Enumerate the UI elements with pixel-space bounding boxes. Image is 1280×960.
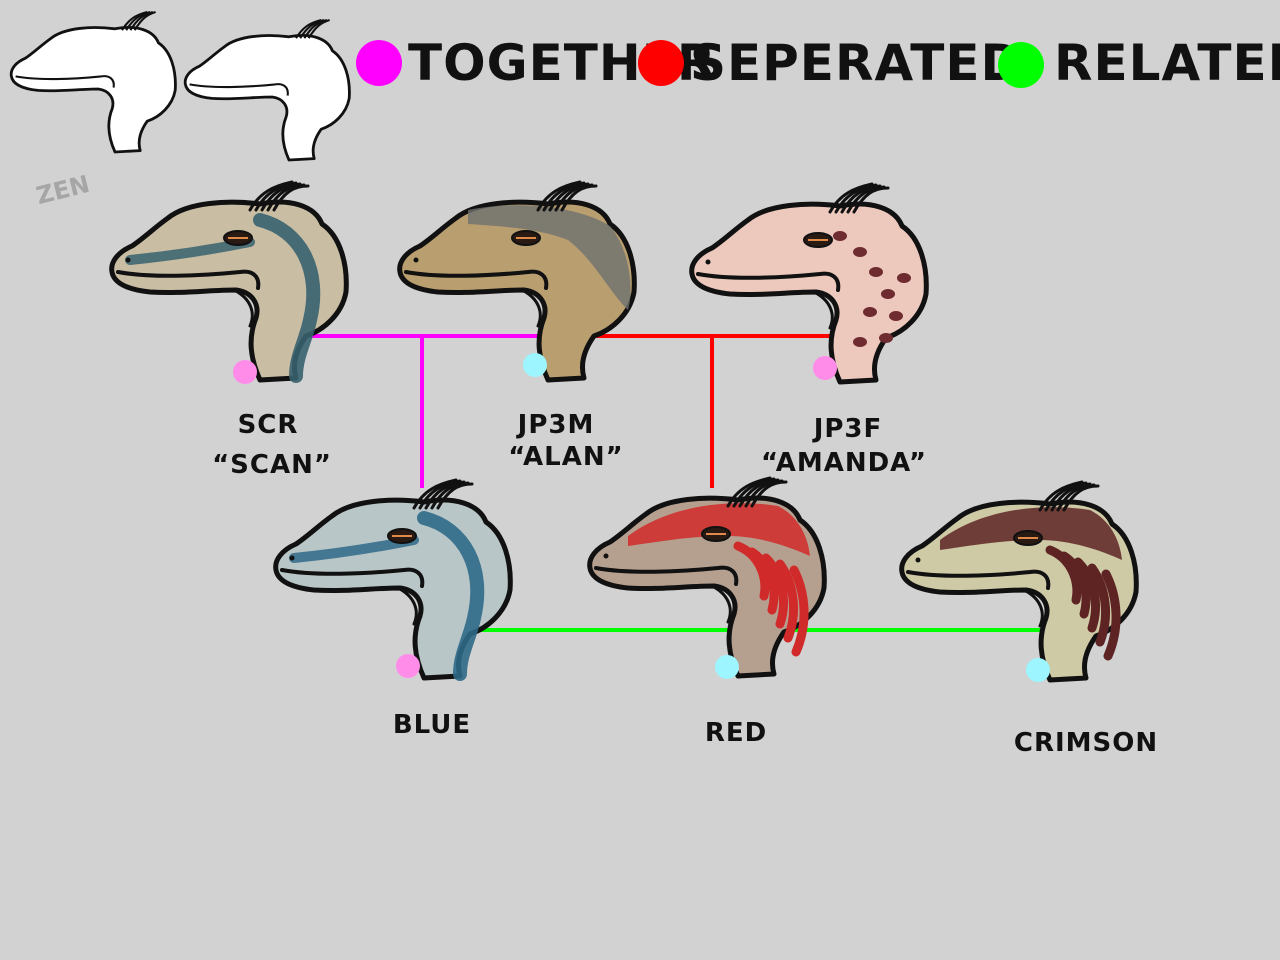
label-scr-nickname: “SCAN” [212, 450, 332, 480]
sketch-head-1 [9, 10, 177, 154]
pattern-stripe-crimson [1059, 551, 1091, 619]
raptor-head-crimson [899, 480, 1139, 683]
sketch-quill [307, 18, 330, 39]
quill-jp3m [536, 180, 582, 212]
pattern-spot-jp3f [833, 231, 847, 241]
pattern-stripe-blue [417, 511, 485, 681]
nostril-scr [125, 257, 131, 263]
quill-blue [418, 479, 462, 510]
nostril-jp3f [705, 259, 711, 265]
raptor-head-blue [273, 478, 513, 681]
label-jp3f-name: JP3F [813, 414, 883, 444]
jaw-line-blue [280, 567, 425, 588]
pattern-spot-jp3f [879, 333, 893, 343]
quill-jp3m [542, 181, 586, 212]
quill-red [750, 480, 788, 508]
pattern-stripe-red [775, 559, 798, 643]
pattern-stripe-crimson [1087, 563, 1110, 647]
raptor-heads [109, 180, 1139, 683]
quill-jp3f [828, 182, 874, 214]
pattern-spot-jp3f [881, 289, 895, 299]
pattern-stripe-red [747, 547, 779, 615]
legend-dot-related [998, 42, 1044, 88]
neck-line-jp3f [812, 290, 834, 330]
pattern-stripe-crimson [1101, 569, 1121, 661]
nostril-jp3m [413, 257, 419, 263]
legend-label-seperated: SEPERATED [690, 34, 1024, 92]
label-jp3m-nickname: “ALAN” [508, 442, 624, 472]
quill-crimson [1038, 480, 1084, 512]
label-red-name: RED [704, 718, 768, 748]
pattern-spot-jp3f [853, 337, 867, 347]
quill-red [732, 477, 776, 508]
neck-line-crimson [1022, 588, 1044, 628]
sketch-outline [183, 34, 351, 162]
quill-scr [254, 181, 298, 212]
pattern-spot-jp3f [889, 311, 903, 321]
pattern-stripe-scr [253, 213, 321, 383]
quill-red [726, 476, 772, 508]
sketch-jaw [15, 75, 115, 88]
pattern-stripe-crimson [1045, 545, 1082, 605]
jaw-line-jp3f [696, 271, 841, 292]
nostril-crimson [915, 557, 921, 563]
legend-dot-together [356, 40, 402, 86]
pattern-spot-jp3f [853, 247, 867, 257]
nostril-blue [289, 555, 295, 561]
label-jp3m-name: JP3M [517, 410, 595, 440]
pattern-stripe-crimson [1073, 557, 1100, 633]
label-blue-name: BLUE [392, 710, 472, 740]
jaw-line-jp3m [404, 269, 549, 290]
pattern-stripe-red [761, 553, 788, 629]
quill-jp3f [852, 186, 890, 214]
jaw-line-crimson [906, 569, 1051, 590]
sketch-quill [303, 18, 328, 39]
pattern-spot-jp3f [869, 267, 883, 277]
legend-dot-seperated [638, 40, 684, 86]
quill-jp3m [560, 184, 598, 212]
jaw-line-red [594, 565, 739, 586]
pattern-spot-jp3f [863, 307, 877, 317]
sketch-quill [129, 10, 154, 31]
quill-blue [412, 478, 458, 510]
label-scr-name: SCR [237, 410, 299, 440]
raptor-head-jp3f [689, 182, 929, 385]
jaw-line-scr [116, 269, 261, 290]
quill-jp3f [834, 183, 878, 214]
legend-label-related: RELATED [1054, 34, 1280, 92]
raptor-head-jp3m [397, 180, 637, 383]
sketch-quill [133, 10, 156, 31]
quill-scr [248, 180, 294, 212]
sex-dot-jp3m [523, 353, 547, 377]
raptor-head-red [587, 476, 827, 679]
raptor-head-scr [109, 180, 349, 383]
sex-dot-crimson [1026, 658, 1050, 682]
sketch-head-2 [183, 18, 351, 162]
nostril-red [603, 553, 609, 559]
quill-crimson [1062, 484, 1100, 512]
neck-line-blue [396, 586, 418, 626]
sex-dot-red [715, 655, 739, 679]
head-shape-scr [109, 199, 349, 383]
pattern-stripe-red [789, 565, 809, 657]
sex-dot-jp3f [813, 356, 837, 380]
label-jp3f-nickname: “AMANDA” [760, 448, 928, 478]
pattern-back-jp3m [468, 205, 631, 310]
label-crimson-name: CRIMSON [1013, 728, 1159, 758]
sex-dot-scr [233, 360, 257, 384]
relation-lines [310, 334, 1064, 632]
neck-line-jp3m [520, 288, 542, 328]
sketch-outline [9, 26, 177, 154]
sex-dot-blue [396, 654, 420, 678]
quill-crimson [1044, 481, 1088, 512]
quill-blue [436, 482, 474, 510]
quill-scr [272, 184, 310, 212]
sketch-jaw [189, 83, 289, 96]
neck-line-scr [232, 288, 254, 328]
pattern-stripe-red [733, 541, 770, 601]
neck-line-red [710, 584, 732, 624]
sketch-outlines [9, 10, 351, 162]
pattern-spot-jp3f [897, 273, 911, 283]
